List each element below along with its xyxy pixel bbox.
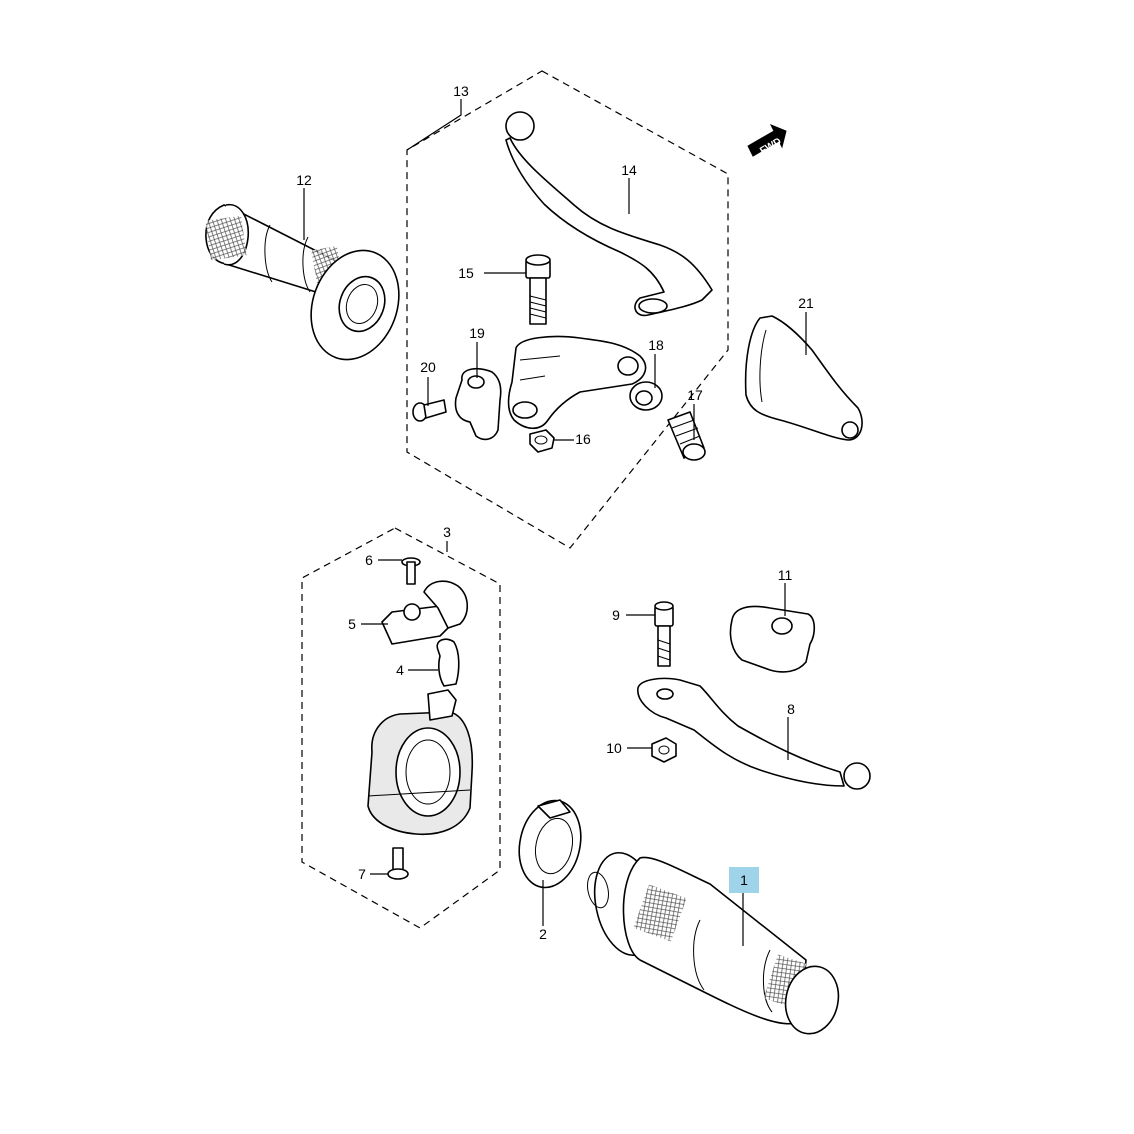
pulley-ring-2-part	[518, 799, 582, 889]
callout-20[interactable]: 20	[420, 359, 436, 375]
adjuster-bolt-17-part	[667, 411, 706, 461]
left-grip-part	[205, 203, 400, 361]
callout-10[interactable]: 10	[606, 740, 622, 756]
callout-16[interactable]: 16	[575, 431, 591, 447]
holder-4-part	[436, 638, 460, 687]
callout-21[interactable]: 21	[798, 295, 814, 311]
forward-direction-arrow-icon: FWD	[747, 124, 787, 157]
callout-14[interactable]: 14	[621, 162, 637, 178]
pivot-bolt-9-part	[654, 601, 674, 667]
leader-lines	[303, 99, 807, 946]
lever-holder-part	[507, 335, 647, 430]
callout-19[interactable]: 19	[469, 325, 485, 341]
callout-17[interactable]: 17	[687, 387, 703, 403]
adjuster-nut-18-part	[629, 381, 663, 411]
screw-7-part	[387, 847, 409, 880]
callout-12[interactable]: 12	[296, 172, 312, 188]
callout-3[interactable]: 3	[443, 524, 451, 540]
cable-guide-5-part	[381, 580, 469, 645]
nut-10-part	[651, 737, 677, 763]
bolt-15-part	[525, 254, 551, 325]
callout-9[interactable]: 9	[612, 607, 620, 623]
callout-8[interactable]: 8	[787, 701, 795, 717]
throttle-grip-part	[587, 851, 840, 1035]
callout-5[interactable]: 5	[348, 616, 356, 632]
callout-1-highlight	[729, 867, 759, 893]
clamp-19-part	[454, 367, 502, 441]
callout-18[interactable]: 18	[648, 337, 664, 353]
callout-13[interactable]: 13	[453, 83, 469, 99]
brake-lever-part	[637, 677, 871, 790]
callout-2[interactable]: 2	[539, 926, 547, 942]
screw-20-part	[412, 399, 447, 422]
lever-cover-part	[744, 315, 863, 441]
brake-lever-cover-11-part	[729, 605, 816, 673]
callout-6[interactable]: 6	[365, 552, 373, 568]
assembly-13-boundary	[406, 70, 729, 549]
callout-11[interactable]: 11	[778, 567, 793, 583]
clutch-lever-part	[505, 111, 713, 317]
screw-6-part	[401, 557, 421, 585]
throttle-housing-part	[367, 689, 474, 836]
callout-7[interactable]: 7	[358, 866, 366, 882]
nut-16-part	[529, 429, 555, 453]
callout-15[interactable]: 15	[458, 265, 474, 281]
callout-labels: 1 2 3 4 5 6 7 8 9 10 11 12 13 14 15 16 1…	[296, 83, 814, 942]
callout-1[interactable]: 1	[740, 872, 748, 888]
callout-4[interactable]: 4	[396, 662, 404, 678]
